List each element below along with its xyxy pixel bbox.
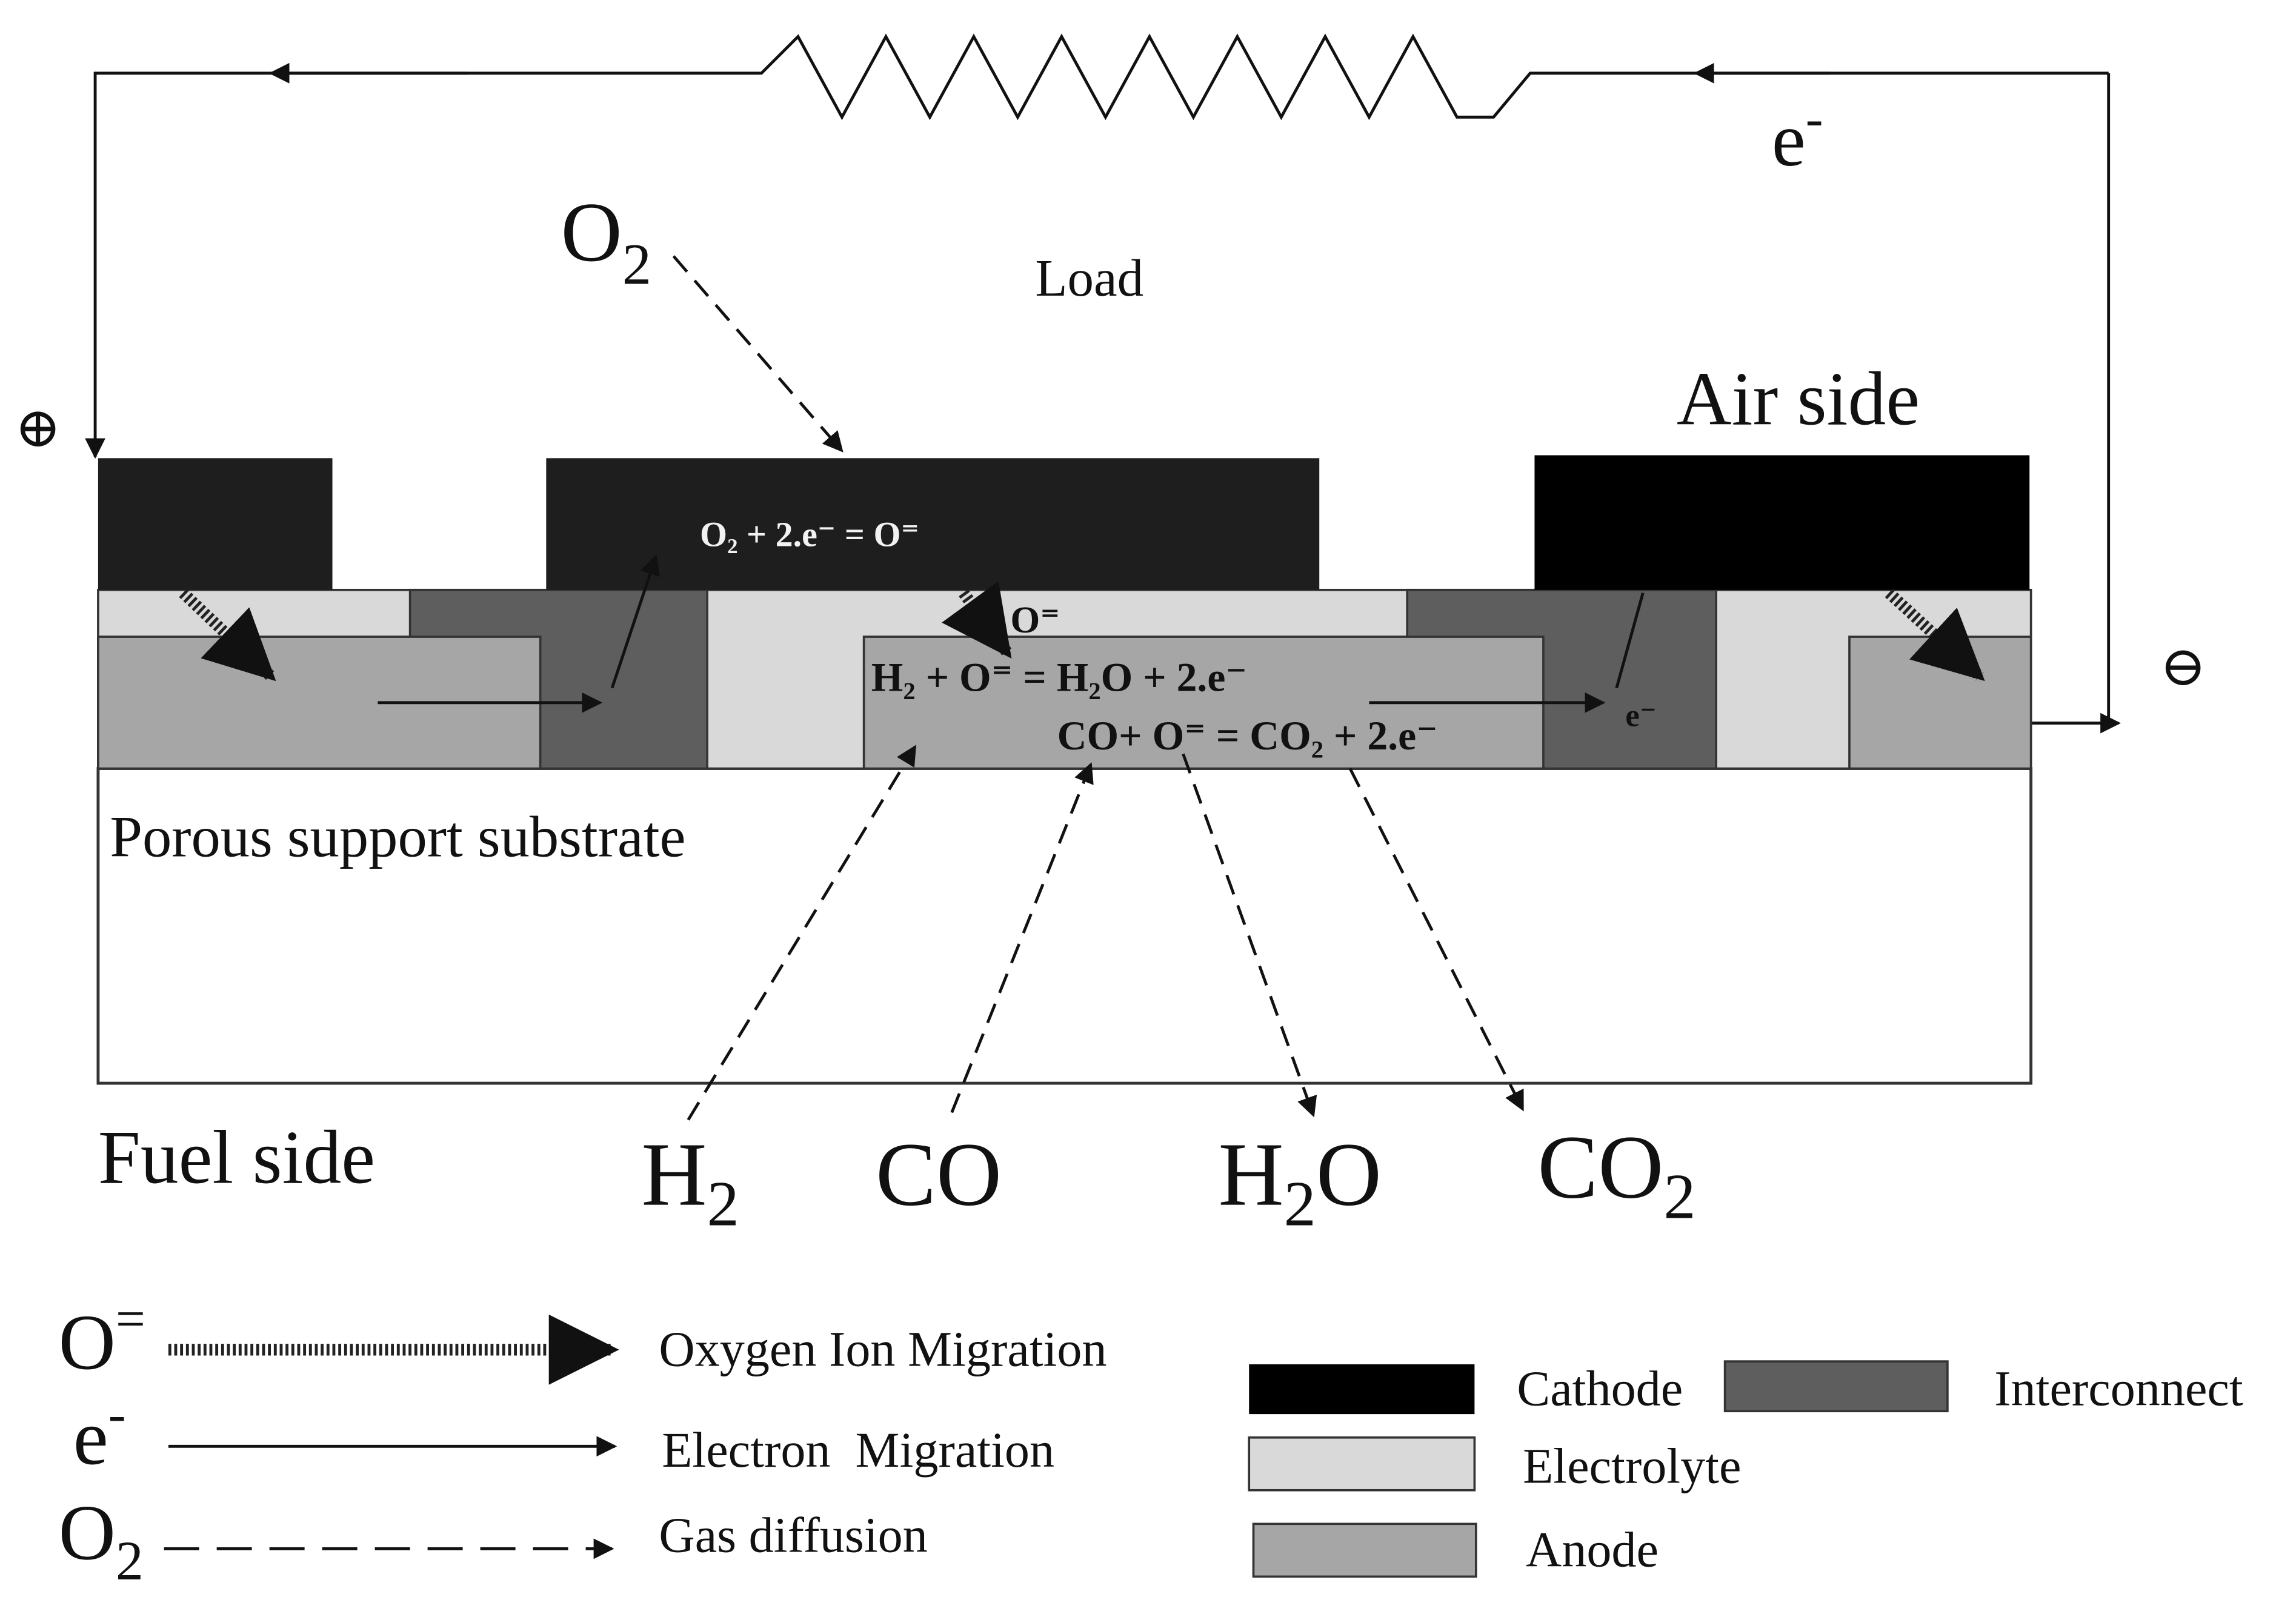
legend-anode-label: Anode [1526,1522,1659,1577]
arrow-legend: O= Oxygen Ion Migration e- Electron Migr… [59,1289,1107,1592]
air-side-label: Air side [1677,357,1920,442]
external-circuit [85,33,2121,734]
legend-interconnect-label: Interconnect [1994,1361,2243,1416]
oxygen-ion-arrows [179,581,1985,682]
legend-oxygen-ion-label: Oxygen Ion Migration [659,1321,1106,1376]
h2-gas-label: H2 [641,1125,739,1240]
legend-cathode-label: Cathode [1517,1361,1683,1416]
cathode-center [546,458,1320,590]
electron-arrow-interconnect-right [1615,592,1645,689]
legend-interconnect-swatch [1723,1360,1949,1413]
anode-right [1848,636,2032,770]
legend-cathode-swatch [1249,1364,1475,1415]
circuit-wire-left [85,71,533,459]
positive-terminal-icon: ⊕ [15,397,61,459]
legend-gas-label: Gas diffusion [659,1507,927,1562]
legend-electrolyte-swatch [1248,1436,1476,1492]
legend-electron-label: Electron Migration [662,1422,1054,1478]
oxygen-ion-label: O⁼ [1010,599,1060,641]
h2-diffusion-arrow [687,745,917,1121]
porous-substrate-label: Porous support substrate [110,805,685,869]
cathode-reaction: O₂ + 2.e⁻ = O⁼ [700,514,919,554]
electron-arrow-interconnect-left [610,554,660,689]
load-resistor [533,33,2109,121]
legend-electrolyte-label: Electrolyte [1523,1439,1741,1494]
oxygen-ion-arrow-left [179,588,276,682]
material-legend: Cathode Interconnect Electrolyte Anode [1248,1360,2243,1578]
cathode-right [1534,455,2030,590]
co-gas-label: CO [876,1125,1002,1225]
h2o-gas-label: H2O [1218,1125,1382,1240]
legend-oxygen-ion-symbol: O= [59,1289,145,1386]
legend-anode-swatch [1252,1522,1477,1578]
co2-gas-label: CO2 [1537,1118,1695,1232]
electron-top-label: e- [1772,89,1823,182]
legend-electron-symbol: e- [73,1384,126,1481]
co-oxidation-reaction: CO+ O⁼ = CO₂ + 2.e⁻ [1057,713,1438,759]
electron-small-label: e⁻ [1625,698,1657,733]
legend-gas-symbol: O2 [59,1489,144,1592]
o2-input-label: O2 [561,185,652,297]
gas-diffusion-arrows [672,255,1525,1121]
porous-support-substrate [96,767,2033,1085]
circuit-wire-right [2029,73,2111,725]
h2-oxidation-reaction: H₂ + O⁼ = H₂O + 2.e⁻ [871,654,1247,700]
cathode-left [98,458,333,590]
load-label: Load [1035,248,1143,307]
fuel-side-label: Fuel side [98,1115,375,1200]
electron-arrows [378,554,1645,713]
o2-diffusion-arrow [672,255,844,453]
oxygen-ion-arrow-center [942,581,1013,659]
negative-terminal-icon: ⊖ [2160,636,2206,697]
